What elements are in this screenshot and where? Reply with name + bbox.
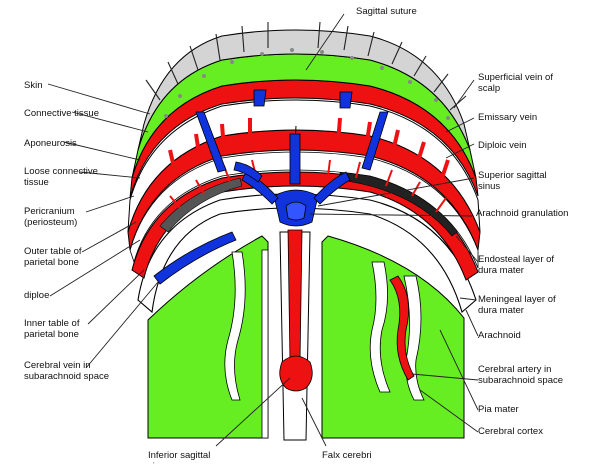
falx-bulb: [280, 356, 313, 391]
left-sulcus-2: [262, 250, 268, 438]
label-arachnoid: Arachnoid: [478, 330, 521, 341]
falx-red-channel: [288, 230, 302, 362]
label-skin: Skin: [24, 80, 42, 91]
center-emissary-vein: [290, 134, 300, 184]
label-pia-mater: Pia mater: [478, 404, 519, 415]
label-aponeurosis: Aponeurosis: [24, 138, 77, 149]
arachnoid-granulation: [286, 202, 306, 220]
scalp-vein-left: [254, 90, 266, 106]
label-arachnoid-granulation: Arachnoid granulation: [476, 208, 568, 219]
label-diploe: diploe: [24, 290, 49, 301]
label-diploic-vein: Diploic vein: [478, 140, 527, 151]
label-pericranium: Pericranium(periosteum): [24, 206, 77, 228]
label-sagittal-suture: Sagittal suture: [356, 6, 417, 17]
left-hemisphere: [148, 236, 268, 438]
scalp-vein-right: [340, 92, 352, 108]
label-falx-cerebri: Falx cerebri: [322, 450, 372, 461]
label-connective-tissue: Connective tissue: [24, 108, 99, 119]
label-emissary-vein: Emissary vein: [478, 112, 537, 123]
label-cerebral-cortex: Cerebral cortex: [478, 426, 543, 437]
